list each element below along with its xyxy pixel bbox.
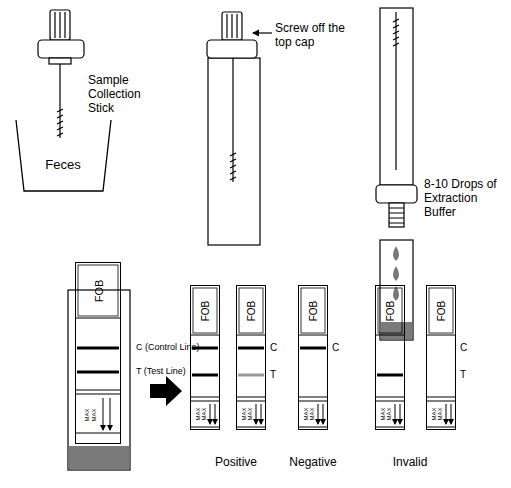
strip-name: FOB <box>201 301 211 322</box>
line-letter: C <box>332 342 339 354</box>
result-band <box>300 347 326 350</box>
result-band <box>77 347 119 350</box>
test-strip: FOB MAXMAX <box>426 285 456 430</box>
flow-arrow <box>318 404 319 424</box>
flow-arrow <box>446 404 447 424</box>
max-mark: MAX <box>437 407 443 420</box>
strip-divider <box>298 335 328 336</box>
result-caption: Negative <box>273 456 353 470</box>
line-label: C (Control Line) <box>136 342 200 352</box>
strip-divider <box>426 335 456 336</box>
max-mark: MAX <box>91 408 97 421</box>
result-caption: Invalid <box>370 456 450 470</box>
strip-divider <box>375 335 405 336</box>
block-arrow <box>150 376 182 406</box>
label-window <box>378 288 402 333</box>
feces-cup: Feces <box>15 120 112 192</box>
max-line <box>375 427 405 428</box>
strip-name: FOB <box>386 301 396 322</box>
buffer-drops <box>393 246 399 301</box>
result-band <box>238 374 264 377</box>
max-line <box>236 427 266 428</box>
test-strip: FOB MAXMAX <box>298 285 328 430</box>
cup-outline <box>16 120 111 191</box>
callout-label: Sample Collection Stick <box>88 74 152 115</box>
line-letter: T <box>460 369 466 381</box>
strip-details <box>75 265 456 433</box>
max-line <box>298 427 328 428</box>
label-window <box>239 288 263 333</box>
max-line <box>190 427 220 428</box>
step-label: 8-10 Drops of Extraction Buffer <box>424 178 508 219</box>
flow-arrow <box>395 404 396 424</box>
strip-divider <box>375 401 405 402</box>
max-mark: MAX <box>241 407 247 420</box>
strip-name: FOB <box>247 301 257 322</box>
max-mark: MAX <box>386 407 392 420</box>
sample-tube <box>207 12 272 245</box>
result-band <box>377 374 403 377</box>
line-letter: C <box>270 342 277 354</box>
label-window <box>78 265 118 316</box>
max-mark: MAX <box>201 407 207 420</box>
flow-arrow <box>215 404 216 424</box>
strip-divider <box>375 397 405 398</box>
strip-divider <box>190 397 220 398</box>
result-band <box>77 371 119 374</box>
step-label: Screw off the top cap <box>275 22 357 50</box>
strip-name: FOB <box>309 301 319 322</box>
line-letter: C <box>460 342 467 354</box>
max-mark: MAX <box>309 407 315 420</box>
strip-divider <box>236 401 266 402</box>
flow-arrow <box>110 398 111 430</box>
max-mark: MAX <box>84 408 90 421</box>
result-band <box>192 374 218 377</box>
max-mark: MAX <box>380 407 386 420</box>
strip-divider <box>190 335 220 336</box>
line-label: T (Test Line) <box>136 366 186 376</box>
strip-divider <box>190 401 220 402</box>
test-strip: FOB MAXMAX <box>375 285 405 430</box>
label-window <box>301 288 325 333</box>
max-mark: MAX <box>303 407 309 420</box>
label-window <box>193 288 217 333</box>
max-line <box>426 427 456 428</box>
max-mark: MAX <box>247 407 253 420</box>
strip-divider <box>298 401 328 402</box>
strip-divider <box>75 318 121 319</box>
flow-arrow <box>323 404 324 424</box>
max-mark: MAX <box>431 407 437 420</box>
result-band <box>238 347 264 350</box>
strip-name: FOB <box>94 280 105 303</box>
strip-divider <box>426 397 456 398</box>
test-strip: FOB MAXMAX <box>75 262 121 444</box>
cup-label: Feces <box>45 158 80 171</box>
flow-arrow <box>103 398 104 430</box>
test-strip: FOB MAXMAX <box>236 285 266 430</box>
cup-outline <box>15 120 112 192</box>
flow-arrow <box>451 404 452 424</box>
test-strip: FOB MAXMAX <box>190 285 220 430</box>
strip-divider <box>426 401 456 402</box>
max-line <box>75 433 121 434</box>
flow-arrow <box>400 404 401 424</box>
strip-divider <box>236 335 266 336</box>
strip-divider <box>236 397 266 398</box>
flow-arrow <box>256 404 257 424</box>
strip-divider <box>75 390 121 391</box>
max-mark: MAX <box>195 407 201 420</box>
result-caption: Positive <box>196 456 276 470</box>
flow-arrow <box>261 404 262 424</box>
strip-name: FOB <box>437 301 447 322</box>
inverted-tube <box>376 8 417 340</box>
flow-arrow <box>210 404 211 424</box>
collection-stick <box>38 10 84 138</box>
strip-divider <box>75 394 121 395</box>
label-window <box>429 288 453 333</box>
line-letter: T <box>270 369 276 381</box>
strip-divider <box>298 397 328 398</box>
